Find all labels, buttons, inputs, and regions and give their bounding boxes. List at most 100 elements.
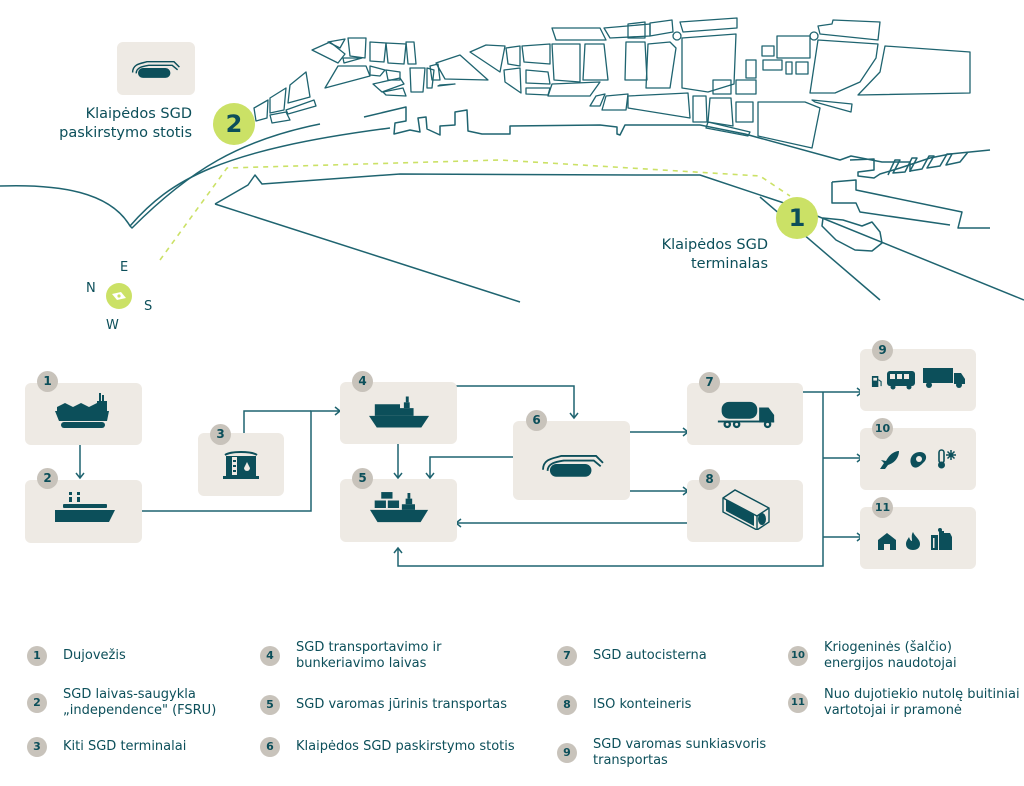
legend-badge: 1: [27, 646, 47, 666]
flow-node-4[interactable]: [340, 382, 457, 444]
legend-badge: 8: [557, 695, 577, 715]
compass: E N S W: [80, 255, 170, 340]
map-marker-1[interactable]: 1: [776, 197, 818, 239]
breakwater-diagonal: [214, 203, 521, 303]
lng-tanks-icon: [542, 455, 604, 477]
compass-s: S: [144, 299, 153, 314]
legend-item-10: 10 Kriogeninės (šalčio) energijos naudot…: [788, 640, 957, 672]
arrow-6-5: [425, 456, 513, 480]
arrow-8-5: [454, 518, 687, 528]
legend-item-8: 8 ISO konteineris: [557, 695, 691, 715]
arrow-4-6: [456, 385, 579, 420]
city-blocks: [253, 23, 651, 124]
arrow-6-7: [630, 427, 690, 437]
legend-text: SGD varomas sunkiasvoris transportas: [593, 737, 767, 768]
legend-text: SGD laivas-saugykla „independence" (FSRU…: [63, 687, 217, 718]
flow-badge-2: 2: [37, 468, 58, 489]
flow-node-1[interactable]: [25, 383, 142, 445]
flow-badge-6: 6: [526, 410, 547, 431]
compass-w: W: [106, 318, 119, 333]
fish-icon: [880, 451, 899, 469]
breakwater: [214, 173, 641, 205]
legend-item-1: 1 Dujovežis: [27, 646, 126, 666]
arrow-4-5: [393, 444, 403, 480]
fsru-ship-icon: [55, 492, 115, 522]
legend-text: Nuo dujotiekio nutolę buitiniai vartotoj…: [824, 687, 1020, 718]
quay-line-2: [640, 174, 1024, 301]
city-blocks-right: [627, 17, 971, 149]
legend-item-4: 4 SGD transportavimo ir bunkeriavimo lai…: [260, 640, 442, 672]
meat-icon: [910, 452, 927, 468]
bus-icon: [887, 371, 915, 390]
flow-node-8[interactable]: [687, 480, 803, 542]
flow-badge-10: 10: [872, 418, 893, 439]
flow-node-9[interactable]: [860, 349, 976, 411]
legend-item-7: 7 SGD autocisterna: [557, 646, 707, 666]
house-icon: [878, 533, 896, 550]
legend-badge: 3: [27, 737, 47, 757]
flow-badge-1: 1: [37, 371, 58, 392]
coastline: [0, 123, 321, 229]
legend-badge: 2: [27, 693, 47, 713]
flow-badge-9: 9: [872, 340, 893, 361]
arrow-to-11: [823, 532, 864, 542]
legend-text: Dujovežis: [63, 648, 126, 663]
legend-item-5: 5 SGD varomas jūrinis transportas: [260, 695, 507, 715]
tanker-truck-icon: [717, 401, 775, 429]
lng-carrier-ship-icon: [55, 393, 109, 428]
right-quay: [849, 149, 991, 179]
arrow-1-2: [75, 444, 85, 480]
legend-badge: 10: [788, 646, 808, 666]
arrow-6-8: [630, 486, 690, 496]
map-marker-2[interactable]: 2: [213, 103, 255, 145]
legend-text: SGD varomas jūrinis transportas: [296, 697, 508, 712]
map-label-station-2-line1: Klaipėdos SGD: [85, 106, 192, 122]
map-label-station-2: Klaipėdos SGD paskirstymo stotis: [20, 105, 192, 143]
map-label-station-2-line2: paskirstymo stotis: [59, 125, 192, 141]
flow-node-3[interactable]: [198, 433, 284, 496]
legend-item-11: 11 Nuo dujotiekio nutolę buitiniai varto…: [788, 687, 1020, 719]
map-label-terminal-line2: terminalas: [690, 256, 768, 272]
flow-badge-11: 11: [872, 497, 893, 518]
map-label-terminal-1: Klaipėdos SGD terminalas: [620, 236, 768, 274]
jetty-zigzag: [887, 151, 969, 176]
fuel-pump-icon: [871, 376, 882, 387]
legend-item-6: 6 Klaipėdos SGD paskirstymo stotis: [260, 737, 515, 757]
island: [821, 217, 883, 252]
legend-text: Kiti SGD terminalai: [63, 739, 187, 754]
iso-container-icon: [722, 489, 770, 530]
arrow-to-10: [823, 453, 864, 463]
legend-badge: 6: [260, 737, 280, 757]
legend-badge: 7: [557, 646, 577, 666]
legend-item-9: 9 SGD varomas sunkiasvoris transportas: [557, 737, 766, 769]
coastline-upper: [129, 127, 391, 227]
map-label-terminal-line1: Klaipėdos SGD: [661, 237, 768, 253]
right-pier: [831, 179, 990, 229]
legend-text: Kriogeninės (šalčio) energijos naudotoja…: [824, 640, 957, 671]
legend-badge: 9: [557, 743, 577, 763]
flow-badge-7: 7: [699, 372, 720, 393]
compass-icon: [106, 283, 132, 309]
legend-text: Klaipėdos SGD paskirstymo stotis: [296, 739, 515, 754]
flow-node-5[interactable]: [340, 479, 457, 542]
flow-badge-8: 8: [699, 469, 720, 490]
arrow-3-4: [243, 410, 311, 433]
flow-node-2[interactable]: [25, 480, 142, 543]
flow-badge-4: 4: [352, 371, 373, 392]
compass-e: E: [120, 260, 129, 275]
port-map: [0, 17, 1024, 303]
legend-badge: 11: [788, 693, 808, 713]
flow-node-7[interactable]: [687, 383, 803, 445]
right-pier-2: [831, 182, 951, 226]
legend-text: ISO konteineris: [593, 697, 692, 712]
legend-text: SGD autocisterna: [593, 648, 707, 663]
legend-badge: 5: [260, 695, 280, 715]
cargo-ship-icon: [370, 492, 429, 523]
legend-item-3: 3 Kiti SGD terminalai: [27, 737, 186, 757]
trunk-outputs: [393, 392, 824, 567]
legend-item-2: 2 SGD laivas-saugykla „independence" (FS…: [27, 687, 216, 719]
legend-badge: 4: [260, 646, 280, 666]
flow-node-6[interactable]: [513, 421, 630, 500]
map-station-2-image: [117, 42, 195, 95]
truck-icon: [923, 368, 965, 388]
